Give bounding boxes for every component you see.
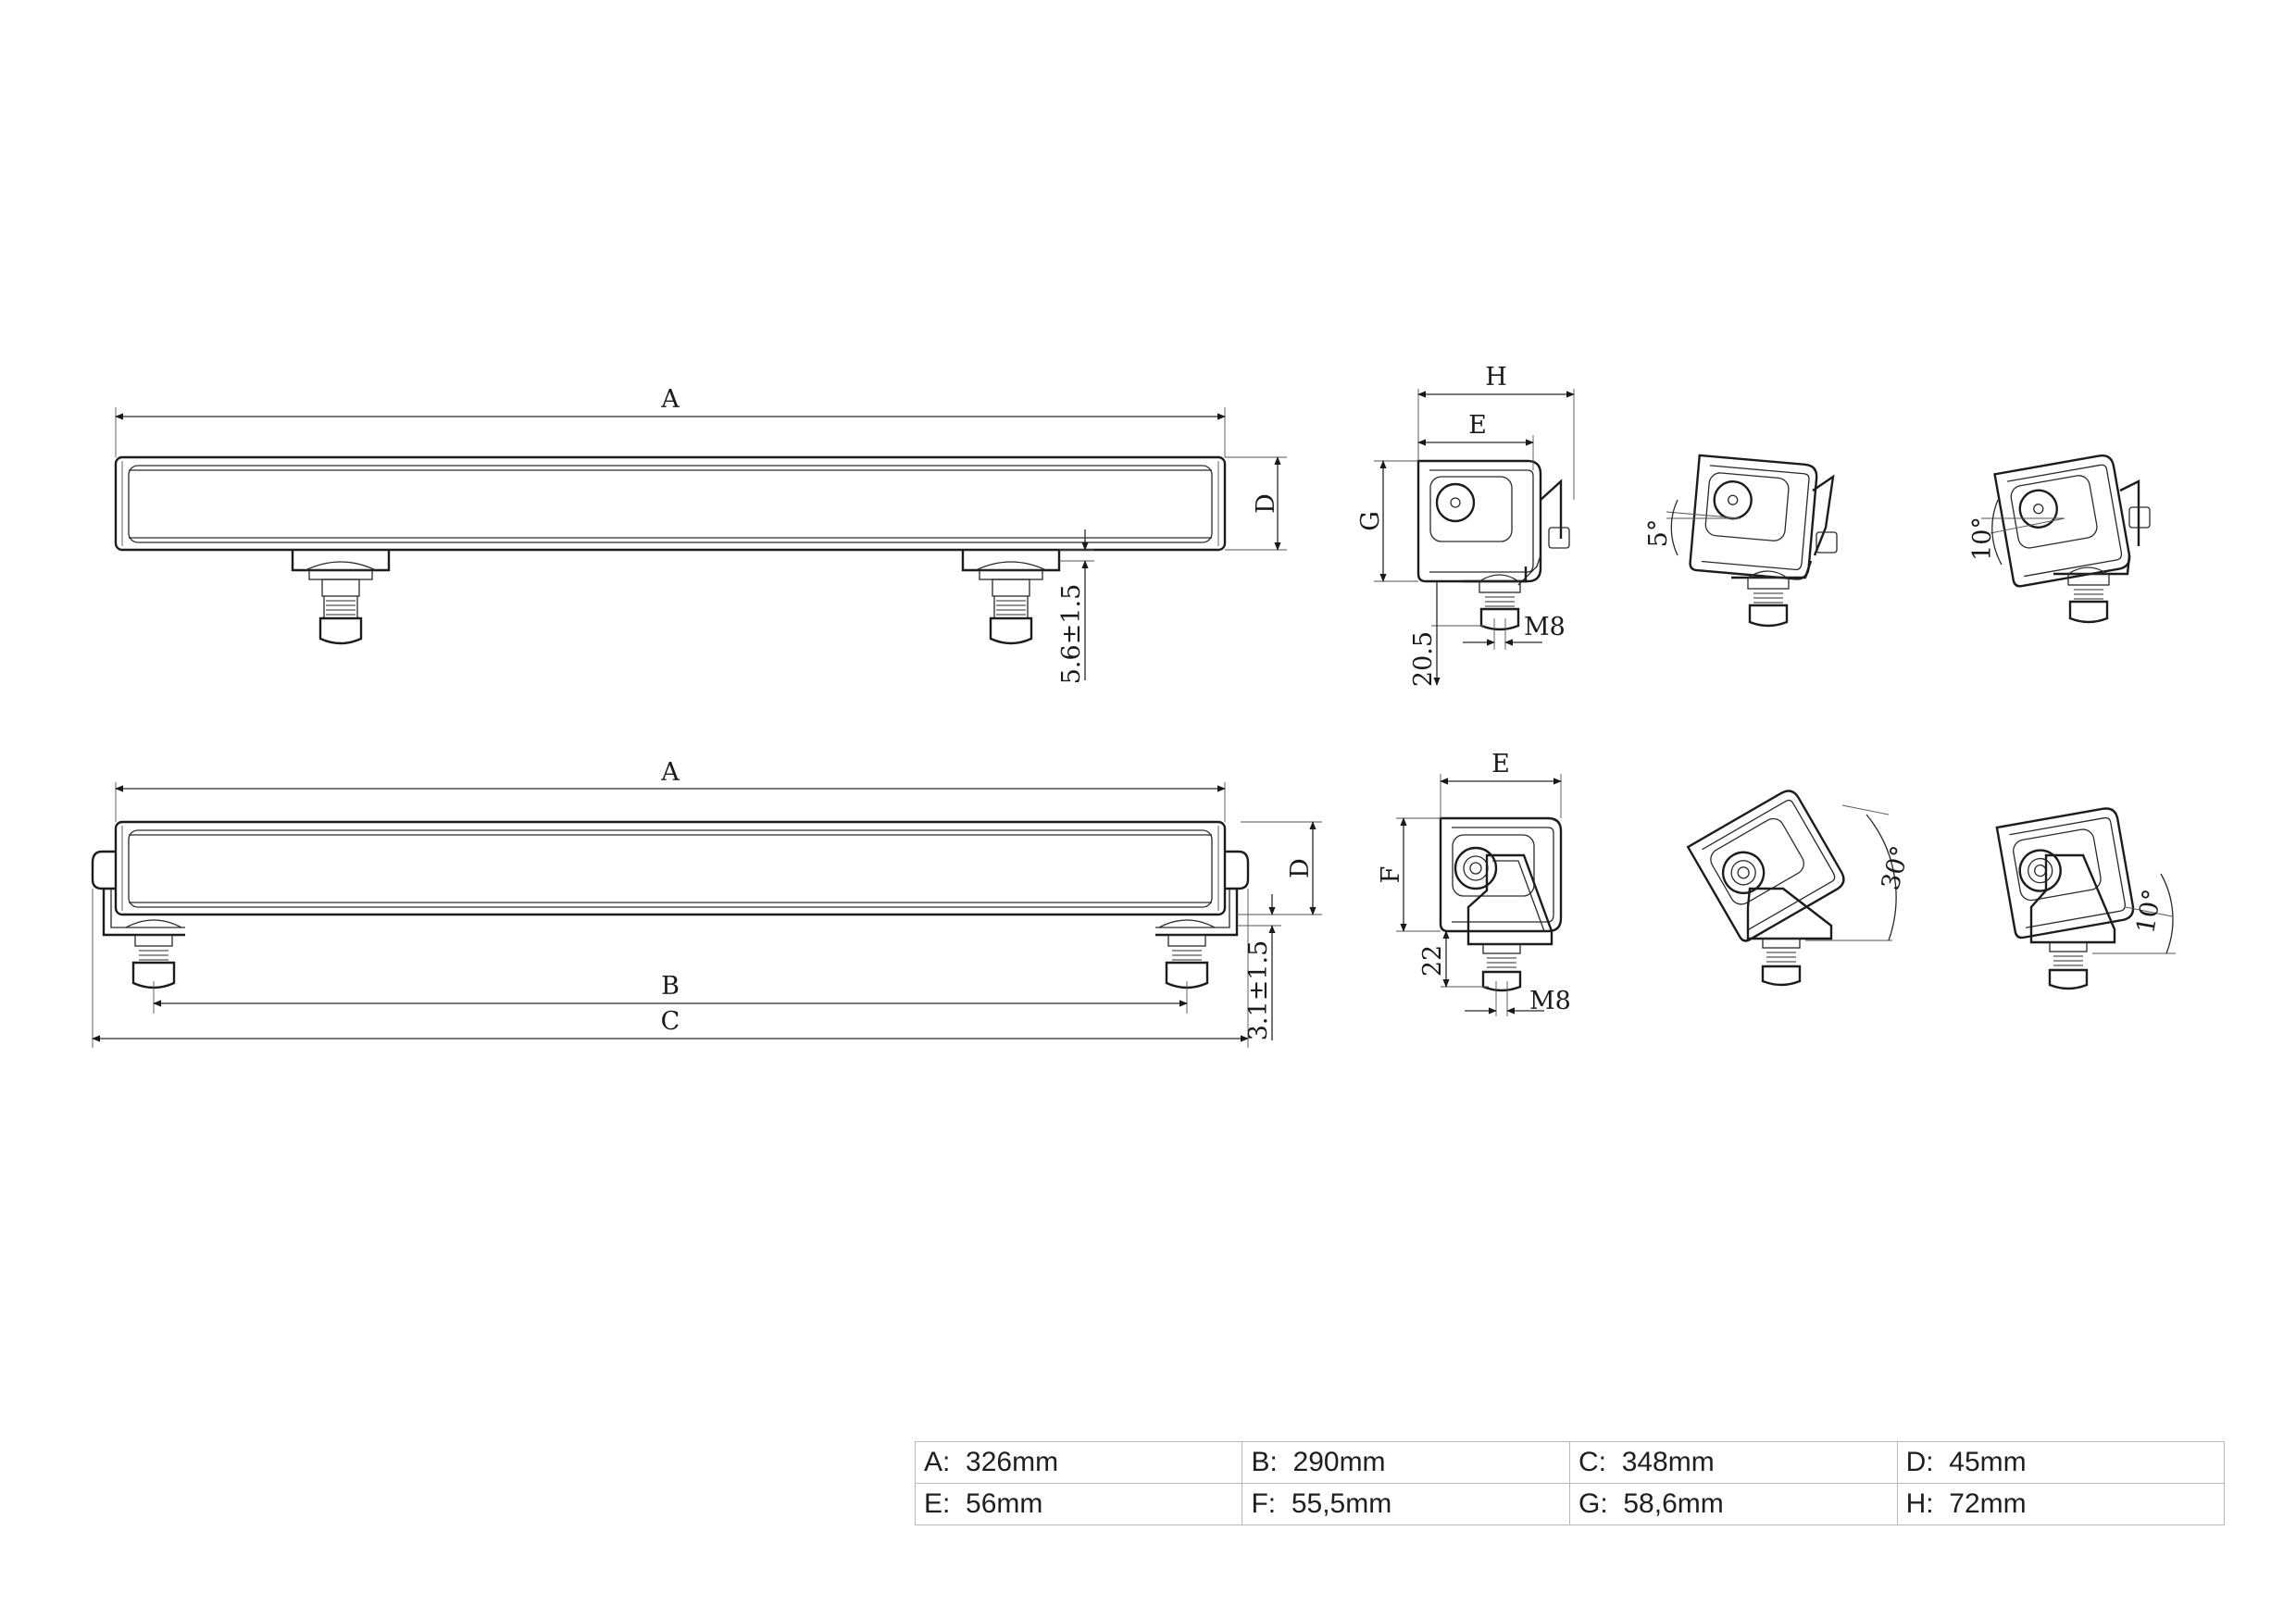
spec-value: 290mm — [1292, 1447, 1386, 1477]
spec-value: 56mm — [966, 1488, 1043, 1519]
dim-label-angle-10-bottom: 10° — [2131, 887, 2167, 936]
dim-label-m8-bottom: M8 — [1529, 987, 1571, 1015]
spec-key: A: — [924, 1447, 951, 1477]
spec-cell-h: H: 72mm — [1896, 1483, 2226, 1525]
spec-table-row: A: 326mm B: 290mm C: 348mm D: 45mm — [914, 1441, 2226, 1484]
spec-key: D: — [1905, 1447, 1934, 1477]
spec-value: 58,6mm — [1623, 1488, 1724, 1519]
dim-label-g: G — [1356, 511, 1385, 531]
side-bracket-left — [102, 889, 185, 989]
side-view-top-tilt-5: 5° — [1644, 454, 1838, 628]
spec-key: F: — [1251, 1488, 1277, 1519]
dim-label-b: B — [661, 972, 680, 1001]
spec-key: H: — [1905, 1488, 1934, 1519]
dim-label-d-bottom: D — [1286, 858, 1315, 878]
dim-label-offset-top: 5.6±1.5 — [1057, 584, 1086, 685]
spec-key: C: — [1578, 1447, 1607, 1477]
spec-cell-e: E: 56mm — [914, 1483, 1243, 1525]
light-bar-front-view-bottom: A D B C 3.1±1.5 — [91, 758, 1322, 1048]
dim-label-22: 22 — [1418, 945, 1447, 977]
spec-value: 55,5mm — [1291, 1488, 1392, 1519]
dim-label-f: F — [1377, 866, 1405, 884]
dim-label-c: C — [661, 1007, 680, 1036]
side-bracket-right — [1155, 889, 1239, 989]
dim-label-a-top: A — [660, 385, 680, 414]
side-view-top-tilt-10: 10° — [1968, 454, 2151, 624]
dim-label-angle-30: 30° — [1877, 843, 1915, 893]
dim-label-angle-10-top: 10° — [1968, 517, 1997, 561]
dim-label-e-bottom: E — [1491, 750, 1510, 778]
spec-cell-a: A: 326mm — [914, 1441, 1243, 1484]
spec-key: G: — [1578, 1488, 1608, 1519]
dim-label-h: H — [1485, 363, 1507, 392]
side-view-top-straight: H E G 20.5 M8 — [1356, 363, 1575, 687]
dimension-spec-table: A: 326mm B: 290mm C: 348mm D: 45mm E: 56… — [914, 1441, 2226, 1525]
dim-label-offset-bottom: 3.1±1.5 — [1244, 940, 1273, 1041]
spec-table-row: E: 56mm F: 55,5mm G: 58,6mm H: 72mm — [914, 1483, 2226, 1525]
spec-key: B: — [1251, 1447, 1278, 1477]
spec-value: 326mm — [966, 1447, 1059, 1477]
light-bar-front-view-top: A D 5.6±1.5 — [114, 385, 1287, 685]
spec-value: 72mm — [1949, 1488, 2027, 1519]
spec-cell-d: D: 45mm — [1896, 1441, 2226, 1484]
dim-label-angle-5: 5° — [1644, 519, 1673, 548]
spec-cell-c: C: 348mm — [1569, 1441, 1898, 1484]
mounting-bracket-right — [961, 550, 1061, 645]
side-view-bottom-straight: E F 22 M8 — [1377, 750, 1571, 1016]
side-view-bottom-tilt-10: 10° — [1995, 807, 2176, 990]
side-view-bottom-tilt-30: 30° — [1686, 790, 1915, 987]
spec-value: 348mm — [1621, 1447, 1715, 1477]
dim-label-20-5: 20.5 — [1409, 631, 1438, 687]
mounting-bracket-left — [291, 550, 391, 645]
dim-label-e-top: E — [1468, 411, 1487, 440]
spec-value: 45mm — [1949, 1447, 2027, 1477]
dim-label-a-bottom: A — [660, 758, 680, 787]
dim-label-d-top: D — [1252, 493, 1280, 514]
spec-cell-g: G: 58,6mm — [1569, 1483, 1898, 1525]
dim-label-m8-top: M8 — [1524, 613, 1566, 641]
spec-key: E: — [924, 1488, 951, 1519]
spec-cell-f: F: 55,5mm — [1242, 1483, 1571, 1525]
spec-cell-b: B: 290mm — [1242, 1441, 1571, 1484]
